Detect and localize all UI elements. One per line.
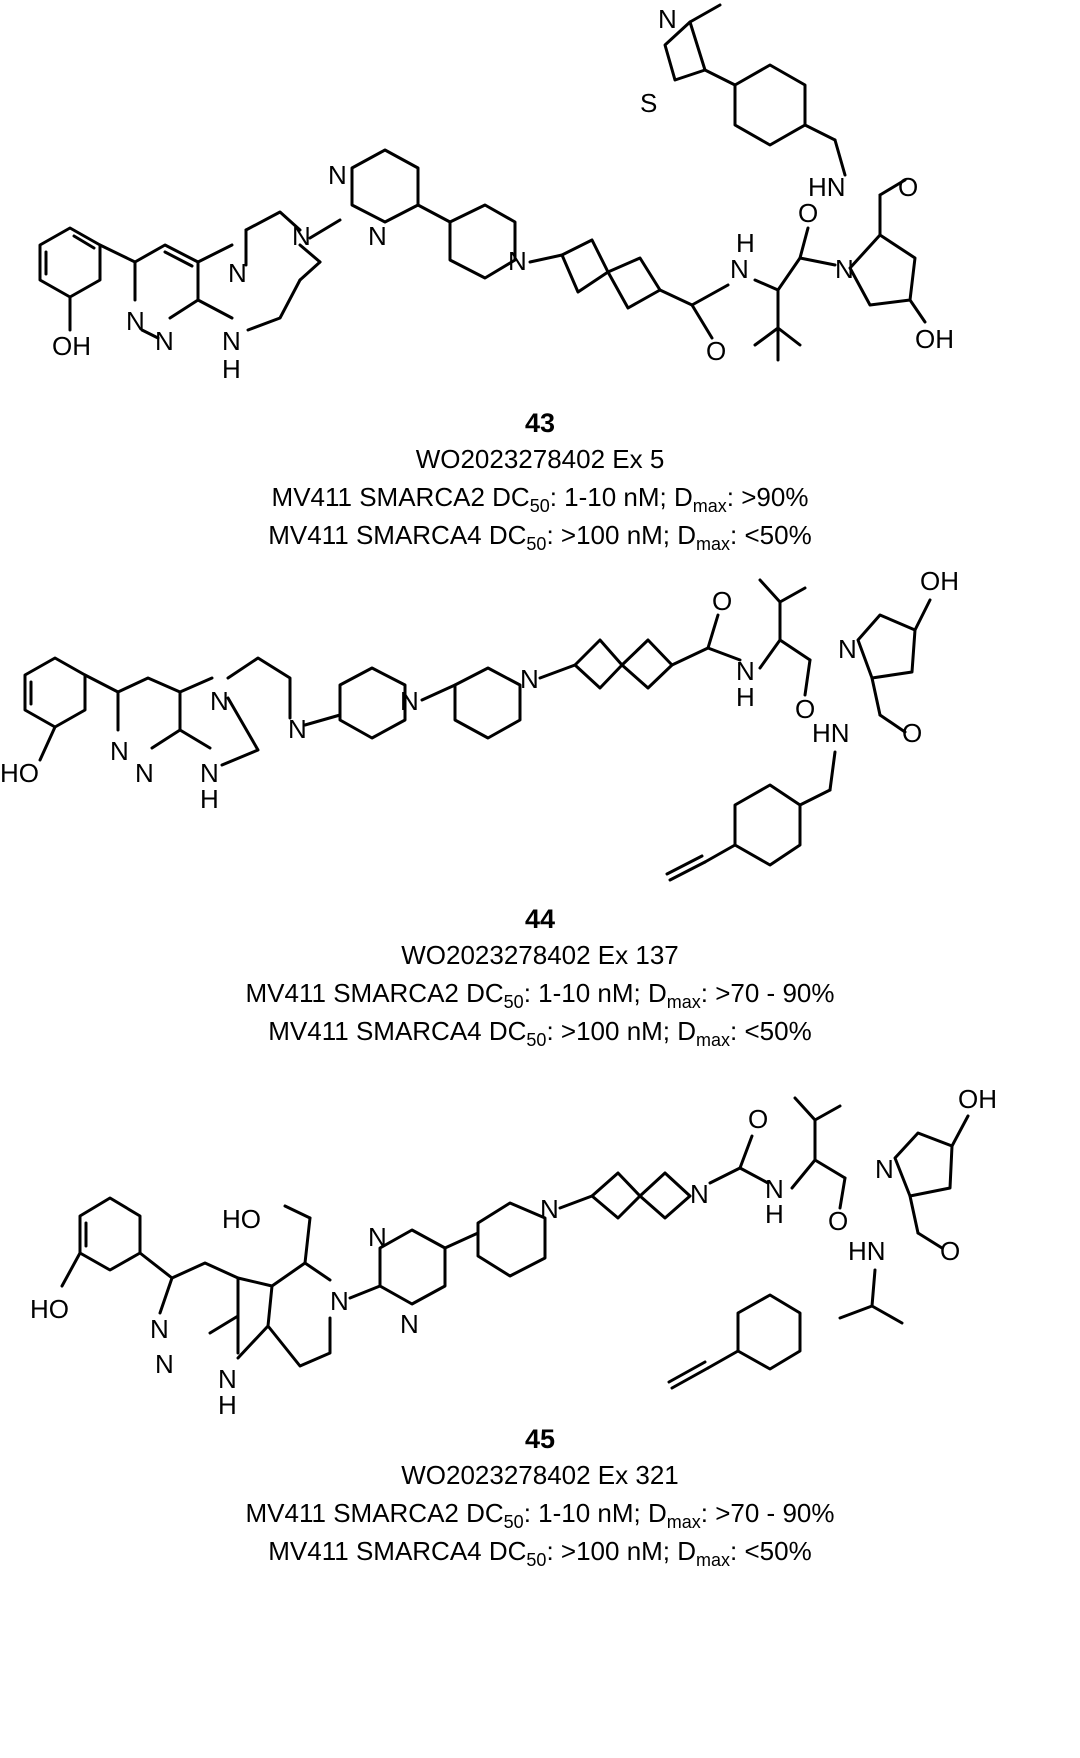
atom-label: HO <box>0 758 39 788</box>
structure-43: OH N N N H N N N N N O <box>38 3 954 384</box>
compound-number: 45 <box>524 1424 556 1454</box>
atom-label: N <box>328 160 347 190</box>
label-oh: OH <box>52 331 91 361</box>
structure-45: HO N N N H HO N N N N N O N H <box>30 1084 997 1420</box>
caption-45: 45 WO2023278402 Ex 321 MV411 SMARCA2 DC5… <box>0 1422 1080 1570</box>
atom-label: N <box>690 1179 709 1209</box>
atom-label: HN <box>812 718 850 748</box>
patent-reference: WO2023278402 Ex 5 <box>415 444 665 474</box>
atom-label: N <box>835 254 854 284</box>
atom-label: N <box>222 326 241 356</box>
atom-label: OH <box>920 566 959 596</box>
structure-44: HO N N N H N N N N O N H O N <box>0 566 959 882</box>
atom-label: N <box>765 1174 784 1204</box>
smarca2-activity: MV411 SMARCA2 DC50: 1-10 nM; Dmax: >70 -… <box>245 1498 835 1532</box>
atom-label: HN <box>808 172 846 202</box>
atom-label: N <box>838 634 857 664</box>
atom-label: N <box>658 4 677 34</box>
atom-label: N <box>330 1286 349 1316</box>
compound-number: 44 <box>524 904 556 934</box>
atom-label: H <box>218 1390 237 1420</box>
atom-label: N <box>155 326 174 356</box>
atom-label: S <box>640 88 657 118</box>
atom-label: N <box>368 221 387 251</box>
atom-label: O <box>712 586 732 616</box>
atom-label: H <box>736 228 755 258</box>
atom-label: H <box>736 682 755 712</box>
smarca4-activity: MV411 SMARCA4 DC50: >100 nM; Dmax: <50% <box>268 520 812 554</box>
atom-label: N <box>875 1154 894 1184</box>
atom-label: HN <box>848 1236 886 1266</box>
atom-label: OH <box>958 1084 997 1114</box>
atom-label: HO <box>222 1204 261 1234</box>
smarca4-activity: MV411 SMARCA4 DC50: >100 nM; Dmax: <50% <box>268 1016 812 1050</box>
patent-reference: WO2023278402 Ex 321 <box>401 1460 679 1490</box>
atom-label: N <box>218 1364 237 1394</box>
caption-43: 43 WO2023278402 Ex 5 MV411 SMARCA2 DC50:… <box>0 406 1080 554</box>
atom-label: N <box>126 306 145 336</box>
atom-label: N <box>288 714 307 744</box>
atom-label: N <box>400 1309 419 1339</box>
caption-44: 44 WO2023278402 Ex 137 MV411 SMARCA2 DC5… <box>0 902 1080 1050</box>
atom-label: O <box>898 172 918 202</box>
atom-label: O <box>748 1104 768 1134</box>
atom-label: N <box>292 221 311 251</box>
atom-label: O <box>795 694 815 724</box>
compound-number: 43 <box>524 408 556 438</box>
atom-label: H <box>765 1199 784 1229</box>
atom-label: OH <box>915 324 954 354</box>
atom-label: N <box>200 758 219 788</box>
atom-label: N <box>228 258 247 288</box>
atom-label: O <box>828 1206 848 1236</box>
atom-label: O <box>798 198 818 228</box>
smarca4-activity: MV411 SMARCA4 DC50: >100 nM; Dmax: <50% <box>268 1536 812 1570</box>
smarca2-activity: MV411 SMARCA2 DC50: 1-10 nM; Dmax: >90% <box>271 482 809 516</box>
atom-label: H <box>200 784 219 814</box>
atom-label: HO <box>30 1294 69 1324</box>
smarca2-activity: MV411 SMARCA2 DC50: 1-10 nM; Dmax: >70 -… <box>245 978 835 1012</box>
atom-label: O <box>902 718 922 748</box>
atom-label: O <box>706 336 726 366</box>
atom-label: N <box>520 664 539 694</box>
atom-label: N <box>736 656 755 686</box>
atom-label: N <box>730 254 749 284</box>
atom-label: N <box>135 758 154 788</box>
atom-label: N <box>368 1222 387 1252</box>
patent-reference: WO2023278402 Ex 137 <box>401 940 679 970</box>
atom-label: N <box>110 736 129 766</box>
atom-label: N <box>540 1194 559 1224</box>
atom-label: N <box>508 246 527 276</box>
atom-label: O <box>940 1236 960 1266</box>
atom-label: H <box>222 354 241 384</box>
atom-label: N <box>400 686 419 716</box>
atom-label: N <box>155 1349 174 1379</box>
atom-label: N <box>150 1314 169 1344</box>
atom-label: N <box>210 686 229 716</box>
